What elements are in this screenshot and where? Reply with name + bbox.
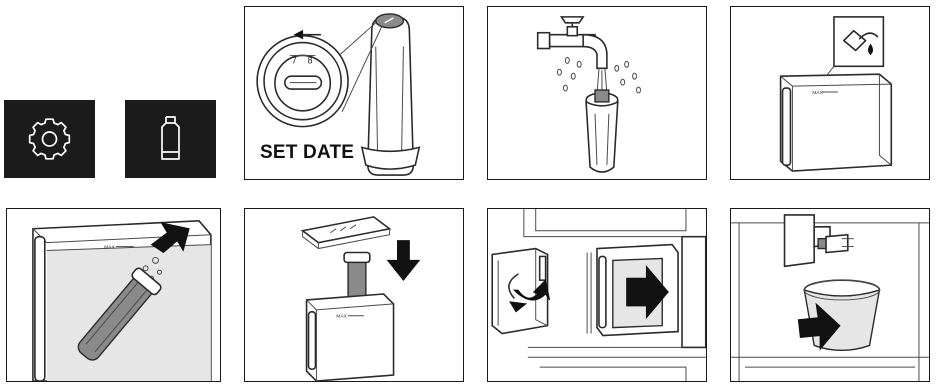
step-place-cup-panel [730,208,930,382]
gear-icon [4,100,95,178]
filter-tile [125,100,216,178]
set-date-label: SET DATE [260,142,354,164]
water-filter-icon [125,100,216,178]
max-level-mark: MAX [812,90,823,96]
step-fill-tank-panel: MAX [730,6,930,180]
step-rinse-panel [487,6,707,180]
max-level-mark: MAX [336,314,347,320]
dial-number: 8 [308,55,313,65]
step-set-date-panel: 7 8 SET DATE [244,6,464,180]
max-level-mark: MAX [104,245,115,251]
step-attach-cover-panel: MAX [244,208,464,382]
dial-number: 7 [292,55,297,65]
settings-tile [4,100,95,178]
step-insert-tank-panel [487,208,707,382]
step-insert-filter-panel: MAX [6,208,221,382]
